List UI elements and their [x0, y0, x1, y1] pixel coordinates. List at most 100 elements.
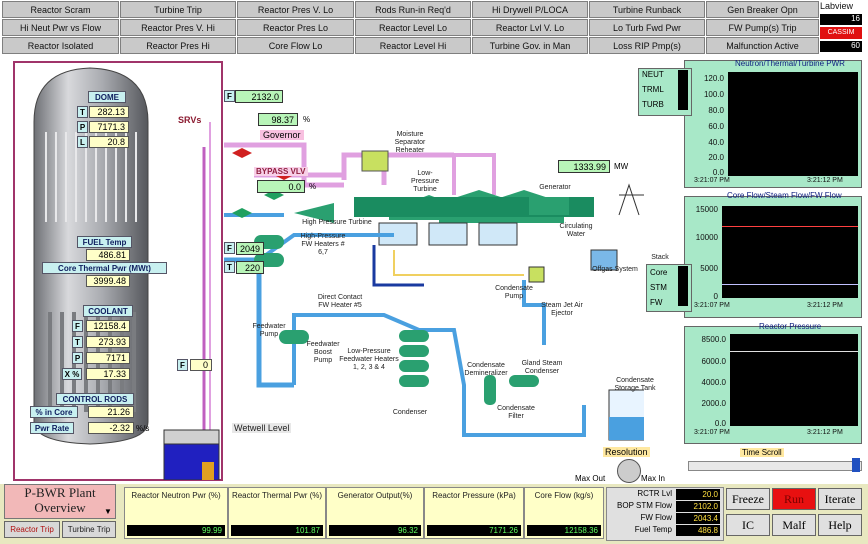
- meter-label: RCTR Lvl: [637, 489, 672, 498]
- tick-label: 0: [713, 292, 718, 301]
- coolant-flow: 12158.4: [86, 320, 130, 332]
- meter-label: BOP STM Flow: [617, 501, 672, 510]
- ic-button[interactable]: IC: [726, 514, 770, 536]
- trend-flow-t0: 3:21:07 PM: [694, 302, 730, 309]
- wetwell-F-letter: F: [177, 359, 188, 371]
- alarm-tile: Loss RIP Pmp(s): [589, 37, 705, 54]
- meter-value: 2043.4: [676, 513, 720, 524]
- freeze-button[interactable]: Freeze: [726, 488, 770, 510]
- srvs-label: SRVs: [178, 115, 202, 125]
- alarm-tile: Hi Neut Pwr vs Flow: [2, 19, 119, 36]
- alarm-tile: Reactor Lvl V. Lo: [472, 19, 588, 36]
- alarm-tile: Reactor Isolated: [2, 37, 119, 54]
- reactor-trip-button[interactable]: Reactor Trip: [4, 521, 60, 538]
- generator-mw-value: 1333.99: [558, 160, 610, 173]
- trend-flow-fw-line: [722, 284, 858, 285]
- condensate-pump-label: Condensate Pump: [495, 285, 533, 300]
- labview-counter-2: 60: [820, 41, 862, 52]
- core-thermal-power-label: Core Thermal Pwr (MWt): [42, 262, 167, 274]
- coolant-quality: 17.33: [86, 368, 130, 380]
- tick-label: 20.0: [708, 153, 724, 162]
- meter-reactor-pressure: Reactor Pressure (kPa) 7171.26: [424, 487, 524, 539]
- fw-flow-letter: F: [224, 242, 235, 254]
- meter-value: 7171.26: [427, 525, 521, 536]
- bypass-valve-label: BYPASS VLV: [254, 167, 308, 176]
- time-scroll-thumb[interactable]: [852, 458, 860, 472]
- run-button[interactable]: Run: [772, 488, 816, 510]
- meter-value: 12158.36: [527, 525, 601, 536]
- help-button[interactable]: Help: [818, 514, 862, 536]
- tick-label: 5000: [700, 264, 718, 273]
- tick-label: 0.0: [712, 168, 724, 177]
- condensate-filter-label: Condensate Filter: [497, 405, 535, 420]
- meter-value: 486.8: [676, 525, 720, 536]
- trend-power-t0: 3:21:07 PM: [694, 177, 730, 184]
- fw-temp-letter: T: [224, 261, 235, 273]
- meter-value: 99.99: [127, 525, 225, 536]
- resolution-max-out: Max Out: [575, 474, 606, 483]
- alarm-tile: Reactor Scram: [2, 1, 119, 18]
- tick-label: 4000.0: [701, 378, 726, 387]
- trend-flow-title: Core Flow/Steam Flow/FW Flow: [727, 191, 842, 200]
- trend-pressure-line: [730, 351, 858, 352]
- meter-generator-output: Generator Output(%) 96.32: [326, 487, 424, 539]
- time-scroll-bar[interactable]: [688, 461, 862, 471]
- legend-fw: FW: [650, 298, 663, 307]
- tick-label: 120.0: [703, 74, 724, 83]
- alarm-tile: Reactor Level Lo: [355, 19, 471, 36]
- trend-power-screen: [728, 72, 858, 176]
- coolant-temp: 273.93: [86, 336, 130, 348]
- gland-steam-label: Gland Steam Condenser: [521, 360, 563, 375]
- labview-label: Labview: [820, 1, 854, 11]
- iterate-button[interactable]: Iterate: [818, 488, 862, 510]
- pct-in-core-value: 21.26: [88, 406, 134, 418]
- pct-in-core-label: % in Core: [30, 406, 78, 418]
- feedwater-pump-label: Feedwater Pump: [252, 323, 286, 338]
- dome-T-letter: T: [77, 106, 88, 118]
- dome-label: DOME: [88, 91, 126, 103]
- resolution-knob[interactable]: [617, 459, 641, 483]
- turbine-trip-button[interactable]: Turbine Trip: [62, 521, 116, 538]
- alarm-tile: Lo Turb Fwd Pwr: [589, 19, 705, 36]
- trend-pressure-screen: [730, 334, 858, 426]
- meter-label: Reactor Thermal Pwr (%): [231, 491, 323, 500]
- governor-label: Governor: [260, 130, 304, 140]
- reactor-vessel-panel: [13, 61, 223, 481]
- trend-flow-core-line: [722, 226, 858, 227]
- offgas-label: Offgas System: [592, 266, 638, 273]
- power-rate-unit: %/s: [136, 424, 150, 433]
- governor-pct-unit: %: [303, 115, 311, 124]
- tick-label: 10000: [695, 233, 718, 242]
- tick-label: 8500.0: [701, 335, 726, 344]
- meter-label: Reactor Pressure (kPa): [432, 491, 516, 500]
- page-dropdown-arrow[interactable]: ▼: [104, 507, 112, 516]
- hp-fw-heaters-label: High-Pressure FW Heaters # 6,7: [300, 233, 346, 256]
- hp-turbine-label: High Pressure Turbine: [302, 219, 372, 226]
- bop-piping-diagram: [224, 142, 644, 441]
- stack-label: Stack: [651, 254, 669, 261]
- circulating-water-label: Circulating Water: [559, 223, 593, 238]
- resolution-max-in: Max In: [641, 474, 666, 483]
- coolant-label: COOLANT: [83, 305, 133, 317]
- alarm-tile: Malfunction Active: [706, 37, 819, 54]
- malf-button[interactable]: Malf: [772, 514, 816, 536]
- alarm-tile: Reactor Pres Lo: [237, 19, 354, 36]
- meter-label: Generator Output(%): [337, 491, 413, 500]
- tick-label: 100.0: [703, 90, 724, 99]
- legend-stm: STM: [650, 283, 667, 292]
- alarm-tile: Hi Drywell P/LOCA: [472, 1, 588, 18]
- meter-label: Core Flow (kg/s): [534, 491, 594, 500]
- bypass-pct-value: 0.0: [257, 180, 305, 193]
- alarm-tile: Core Flow Lo: [237, 37, 354, 54]
- condenser-label: Condenser: [392, 409, 428, 416]
- meter-neutron-power: Reactor Neutron Pwr (%) 99.99: [124, 487, 228, 539]
- trend-pressure-t1: 3:21:12 PM: [807, 429, 843, 436]
- alarm-tile: Rods Run-in Req'd: [355, 1, 471, 18]
- lp-fw-heaters-label: Low-Pressure Feedwater Heaters 1, 2, 3 &…: [339, 348, 399, 371]
- generator-mw-unit: MW: [614, 162, 629, 171]
- meter-value: 96.32: [329, 525, 421, 536]
- boost-pump-label: Feedwater Boost Pump: [306, 341, 340, 364]
- legend-core: Core: [650, 268, 668, 277]
- fuel-temp-label: FUEL Temp: [77, 236, 132, 248]
- trend-power-title: Neutron/Thermal/Turbine PWR: [735, 59, 845, 68]
